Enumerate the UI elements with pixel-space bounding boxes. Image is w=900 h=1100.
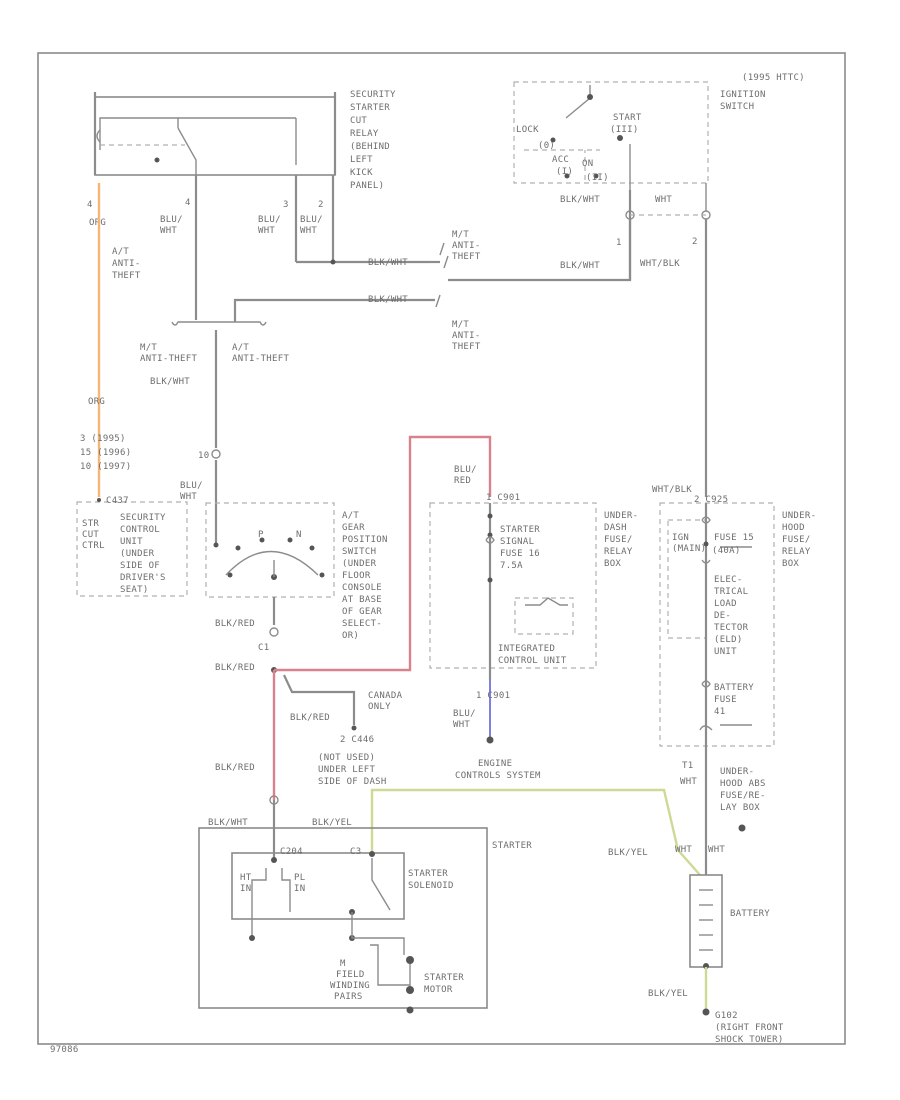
- wire-blk-wht-d: BLK/WHT: [150, 377, 190, 387]
- c204: C204: [280, 847, 303, 857]
- battery-wht-1: WHT: [675, 845, 692, 855]
- wire-red-loop: [274, 435, 492, 672]
- security-starter-cut-relay: [93, 92, 337, 176]
- pin-3: 3: [283, 200, 289, 210]
- gear-p: P: [258, 530, 264, 540]
- wire-blu-wht-1: BLU/WHT: [160, 215, 183, 236]
- fuse-15-amp: (40A): [712, 546, 741, 556]
- gear-switch-label: A/T GEAR POSITION SWITCH (UNDER FLOOR CO…: [342, 511, 393, 641]
- wire-blk-wht-a: BLK/WHT: [368, 258, 408, 268]
- gear-position-switch: [205, 502, 335, 598]
- ignition-iii: (III): [610, 125, 639, 135]
- pin-10: 10: [198, 451, 209, 461]
- ignition-switch: [513, 81, 709, 190]
- c925: 2 C925: [694, 495, 728, 505]
- ignition-acc: ACC: [552, 155, 569, 165]
- ign-blk-wht: BLK/WHT: [560, 195, 600, 205]
- battery-wht-2: WHT: [708, 845, 725, 855]
- ign-wht: WHT: [655, 195, 672, 205]
- fuse-15: FUSE 15: [714, 533, 754, 543]
- c437: C437: [106, 496, 129, 506]
- ignition-ii: (II): [586, 173, 609, 183]
- under-hood-fuse-box: [659, 502, 775, 760]
- gear-n: N: [296, 530, 302, 540]
- pin-4-relay: 4: [87, 200, 93, 210]
- ign-wht-blk: WHT/BLK: [640, 259, 680, 269]
- elec-load-detector: ELEC- TRICAL LOAD DE- TECTOR (ELD) UNIT: [714, 575, 754, 657]
- pin-2: 2: [318, 200, 324, 210]
- starter-blk-wht: BLK/WHT: [208, 818, 248, 828]
- wire-blk-red-d: BLK/RED: [215, 763, 255, 773]
- wire-blu-red: BLU/RED: [454, 465, 477, 486]
- field-winding: M FIELD WINDING PAIRS: [330, 959, 376, 1002]
- security-control-unit: [76, 501, 188, 597]
- hood-wht: WHT: [680, 777, 697, 787]
- wire-blk-wht-b: BLK/WHT: [368, 295, 408, 305]
- battery-label: BATTERY: [730, 909, 770, 919]
- wire-blu-wht-5: BLU/WHT: [453, 709, 476, 730]
- starter-assembly: [198, 795, 488, 1014]
- security-unit-label: SECURITY CONTROL UNIT (UNDER SIDE OF DRI…: [120, 513, 171, 595]
- ground-blk-yel: BLK/YEL: [648, 989, 688, 999]
- wire-blu-wht-3: BLU/WHT: [300, 215, 323, 236]
- figure-number: 97086: [50, 1045, 79, 1055]
- under-dash-label: UNDER- DASH FUSE/ RELAY BOX: [604, 511, 644, 569]
- wire-org-top: ORG: [89, 218, 106, 228]
- under-dash-fuse-box: [429, 502, 597, 680]
- ignition-lock: LOCK: [516, 125, 539, 135]
- wire-blk-red-c: BLK/RED: [290, 713, 330, 723]
- wire-blu-wht-4: BLU/WHT: [180, 481, 203, 502]
- pin-4b: 4: [185, 198, 191, 208]
- pin-list: 3 (1995)15 (1996)10 (1997): [80, 434, 131, 472]
- c446: 2 C446: [340, 735, 374, 745]
- ignition-i: (I): [556, 167, 573, 177]
- pin-1-ign: 1: [616, 238, 622, 248]
- wire-blu-wht-2: BLU/WHT: [258, 215, 281, 236]
- ignition-on: ON: [582, 159, 593, 169]
- wire-green: [370, 788, 701, 876]
- wire-blk-wht-c: BLK/WHT: [560, 261, 600, 271]
- corner-year-label: (1995 HTTC): [742, 73, 805, 83]
- c901-bottom: 1 C901: [476, 691, 510, 701]
- pin-2-ign: 2: [692, 237, 698, 247]
- c3: C3: [350, 847, 361, 857]
- ignition-start: START: [613, 113, 642, 123]
- starter-label: STARTER: [492, 841, 532, 851]
- c901-top: 1 C901: [486, 493, 520, 503]
- ignition-0: (0): [538, 141, 555, 151]
- battery: [689, 874, 723, 969]
- t1: T1: [682, 761, 693, 771]
- battery-blk-yel: BLK/YEL: [608, 848, 648, 858]
- wire-org-mid: ORG: [88, 397, 105, 407]
- relay-label: SECURITY STARTER CUT RELAY (BEHIND LEFT …: [350, 90, 401, 191]
- wire-blk-red-b: BLK/RED: [215, 663, 255, 673]
- starter-blk-yel: BLK/YEL: [312, 818, 352, 828]
- diagram-frame: [37, 52, 846, 1045]
- ign-main: IGN(MAIN): [672, 533, 706, 554]
- hood-wht-blk: WHT/BLK: [652, 485, 692, 495]
- under-hood-label: UNDER- HOOD FUSE/ RELAY BOX: [782, 511, 822, 569]
- abs-fuse-box: UNDER- HOOD ABS FUSE/RE- LAY BOX: [720, 767, 771, 813]
- pin-c1: C1: [258, 643, 269, 653]
- wire-blk-red-a: BLK/RED: [215, 619, 255, 629]
